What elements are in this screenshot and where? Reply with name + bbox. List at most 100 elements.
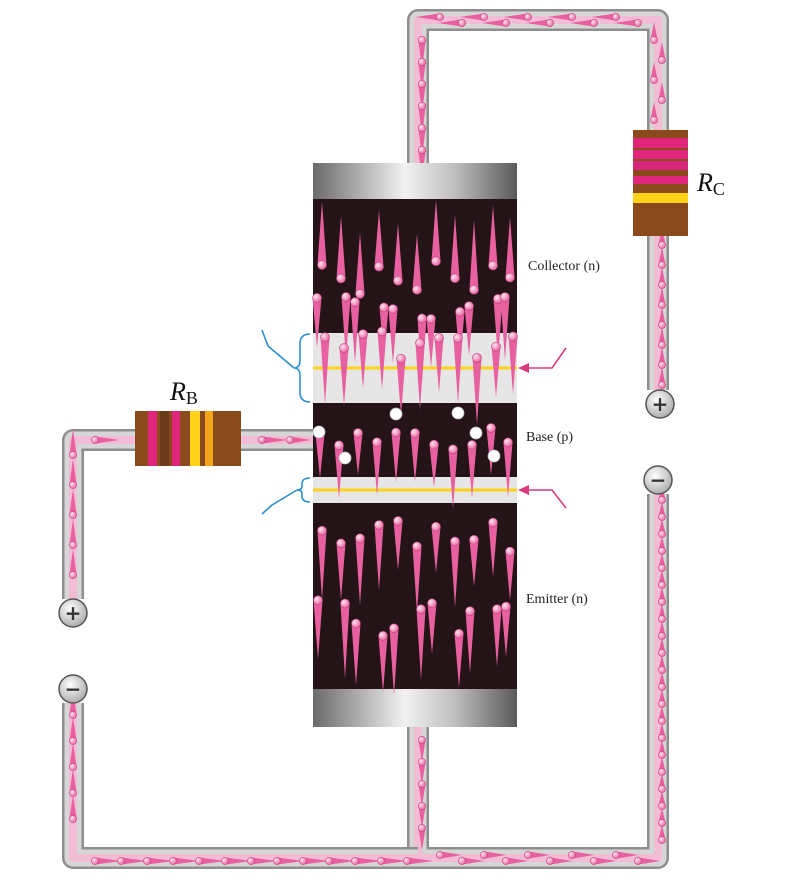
electron-tail	[658, 723, 666, 738]
electron-tail	[378, 635, 388, 693]
collector-label: Collector (n)	[528, 259, 600, 274]
electron-tail	[393, 520, 403, 570]
electron-tail	[147, 857, 173, 865]
electron-tail	[317, 201, 327, 265]
collector-resistor	[633, 130, 688, 236]
electron	[355, 289, 365, 299]
electron	[351, 857, 359, 865]
emitter-region	[313, 503, 517, 690]
electron-tail	[658, 757, 666, 772]
electron	[448, 444, 458, 455]
electron-tail	[290, 436, 310, 444]
electron-tail	[658, 774, 666, 789]
electron	[465, 606, 475, 616]
collector-terminal-cap	[313, 163, 517, 201]
electron	[195, 857, 203, 865]
electron-tail	[69, 549, 77, 575]
electron	[524, 13, 532, 21]
plus-sign: +	[652, 392, 669, 416]
electron	[436, 851, 444, 859]
electron	[334, 440, 344, 451]
electron-tail	[351, 623, 361, 686]
electron	[372, 437, 382, 448]
electron	[377, 857, 385, 865]
electron-tail	[614, 19, 638, 27]
hole	[338, 451, 352, 465]
electron-tail	[438, 19, 462, 27]
resistor-symbol: R	[169, 377, 186, 406]
electron	[469, 534, 479, 545]
electron	[658, 381, 666, 389]
electron-tail	[418, 762, 426, 784]
electron	[501, 601, 511, 612]
base-resistor	[135, 411, 241, 466]
electron-tail	[121, 857, 147, 865]
electron-tail	[418, 784, 426, 806]
electron-tail	[482, 19, 506, 27]
plus-sign: +	[65, 601, 82, 625]
electron-tail	[410, 433, 420, 482]
electron-tail	[69, 743, 77, 767]
electron-tail	[658, 638, 666, 653]
electron	[393, 516, 403, 526]
electron	[416, 604, 426, 614]
electron-tail	[550, 857, 572, 865]
electron	[502, 857, 510, 865]
electron	[418, 802, 426, 810]
electron	[412, 541, 422, 552]
electron	[351, 618, 361, 629]
electron	[612, 851, 620, 859]
electron-tail	[418, 740, 426, 762]
electron-tail	[570, 19, 594, 27]
electron-tail	[407, 857, 433, 865]
electron-tail	[658, 553, 666, 568]
electron-tail	[412, 234, 422, 290]
electron	[634, 19, 642, 27]
electron	[393, 275, 403, 286]
electron-tail	[396, 358, 406, 416]
electron-tail	[431, 526, 441, 573]
electron-tail	[658, 267, 666, 285]
electron-tail	[658, 82, 666, 100]
electron-tail	[440, 851, 462, 859]
electron	[313, 595, 323, 606]
electron-tail	[69, 429, 77, 455]
electron	[634, 857, 642, 865]
electron	[590, 19, 598, 27]
electron	[524, 851, 532, 859]
electron	[258, 436, 266, 444]
electron	[486, 423, 496, 433]
electron	[650, 76, 658, 84]
electron	[546, 857, 554, 865]
electron-tail	[658, 502, 666, 517]
electron-tail	[472, 357, 482, 426]
electron-tail	[391, 432, 401, 483]
electron-tail	[508, 336, 518, 395]
electron-tail	[465, 611, 475, 674]
electron-tail	[448, 449, 458, 509]
electron-tail	[418, 828, 426, 850]
electron-tail	[418, 40, 426, 68]
electron-tail	[548, 13, 572, 21]
electron-tail	[460, 13, 484, 21]
base-label: Base (p)	[526, 430, 573, 445]
electron-tail	[355, 232, 365, 294]
electron-tail	[526, 19, 550, 27]
electron	[117, 857, 125, 865]
electron-tail	[277, 857, 303, 865]
electron	[91, 436, 99, 444]
electron-tail	[462, 857, 484, 865]
electron	[650, 116, 658, 124]
electron	[358, 329, 368, 339]
electron-tail	[658, 519, 666, 534]
electron-tail	[658, 706, 666, 721]
resistor-subscript: B	[186, 388, 198, 408]
electron-tail	[251, 857, 277, 865]
electron-tail	[658, 570, 666, 585]
electron-tail	[69, 717, 77, 741]
electron	[379, 302, 389, 313]
electron	[568, 13, 576, 21]
electron-tail	[506, 857, 528, 865]
electron	[396, 353, 406, 364]
electron-tail	[491, 346, 501, 398]
